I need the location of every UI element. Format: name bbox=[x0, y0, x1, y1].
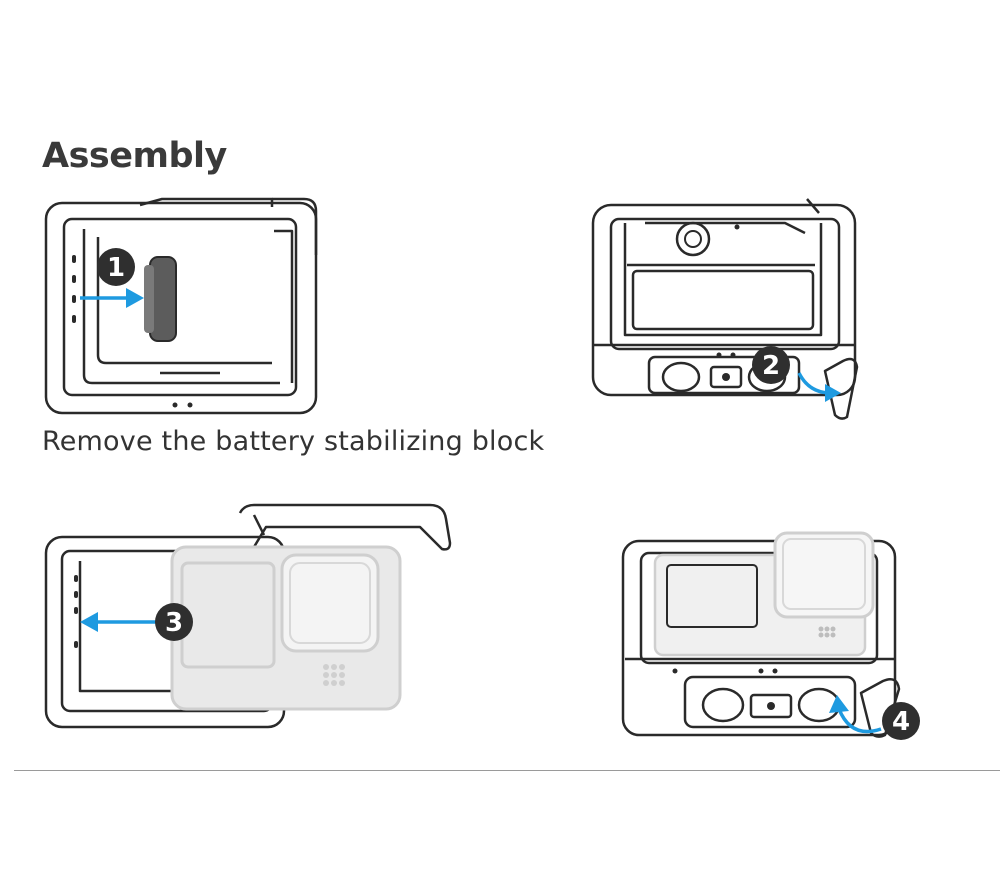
bottom-divider bbox=[14, 770, 1000, 771]
step-1-arrow bbox=[80, 288, 144, 308]
step-4-illustration: 4 bbox=[621, 531, 920, 740]
step-3-arrow bbox=[80, 612, 160, 632]
svg-text:3: 3 bbox=[165, 608, 183, 638]
step-1-badge: 1 bbox=[97, 248, 135, 286]
camera-body bbox=[170, 545, 402, 711]
step-4-badge: 4 bbox=[882, 702, 920, 740]
step-3-illustration: 3 bbox=[44, 503, 452, 729]
svg-text:1: 1 bbox=[107, 253, 125, 283]
svg-text:4: 4 bbox=[892, 707, 910, 737]
assembly-title: Assembly bbox=[42, 136, 227, 176]
step-2-badge: 2 bbox=[752, 346, 790, 384]
step-4-arrow bbox=[837, 708, 882, 734]
svg-text:2: 2 bbox=[762, 351, 780, 381]
step-2-illustration: 2 bbox=[591, 198, 859, 420]
step-1-illustration: 1 bbox=[44, 197, 318, 415]
installed-camera bbox=[653, 531, 875, 657]
step-caption: Remove the battery stabilizing block bbox=[42, 426, 545, 457]
step-3-badge: 3 bbox=[155, 603, 193, 641]
